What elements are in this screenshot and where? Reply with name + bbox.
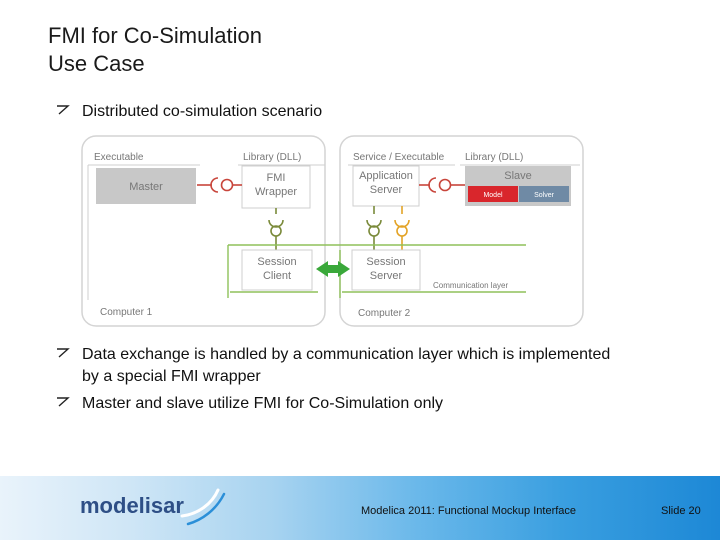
slide-title: FMI for Co-Simulation Use Case [48, 22, 262, 78]
computer-2-label: Computer 2 [358, 308, 411, 319]
service-executable-label: Service / Executable [353, 152, 445, 163]
appserver-session-connector [366, 206, 382, 250]
slave-label: Slave [504, 170, 532, 182]
session-server-block [351, 249, 421, 291]
app-server-label-2: Server [370, 184, 403, 196]
fmi-wrapper-label-1: FMI [267, 172, 286, 184]
communication-layer-label: Communication layer [433, 281, 508, 290]
bullet-text: Master and slave utilize FMI for Co-Simu… [82, 395, 444, 412]
fmi-wrapper-block [241, 165, 311, 209]
model-label: Model [483, 192, 503, 199]
session-server-label-1: Session [366, 256, 405, 268]
slave-session-connector [394, 206, 410, 250]
footer-center-text: Modelica 2011: Functional Mockup Interfa… [361, 505, 577, 517]
arrow-bullet-icon [56, 344, 72, 366]
executable-label: Executable [94, 152, 144, 163]
footer-bar: modelisar Modelica 2011: Functional Mock… [0, 476, 720, 540]
appserver-slave-connector [419, 177, 465, 193]
session-server-label-2: Server [370, 270, 403, 282]
bullet-text: Data exchange is handled by a communicat… [82, 346, 611, 363]
title-line-1: FMI for Co-Simulation [48, 23, 262, 48]
library-dll-left-label: Library (DLL) [243, 152, 301, 163]
left-dividers [87, 164, 325, 300]
bullet-text-continued: by a special FMI wrapper [82, 368, 261, 385]
bullet-text: Distributed co-simulation scenario [82, 103, 323, 120]
application-server-block [352, 165, 420, 207]
wrapper-session-connector [268, 208, 284, 250]
arrow-bullet-icon [56, 393, 72, 415]
computer-1-label: Computer 1 [100, 307, 153, 318]
master-label: Master [129, 181, 163, 193]
footer-slide-number: Slide 20 [661, 505, 701, 517]
title-line-2: Use Case [48, 51, 145, 76]
bidirectional-arrow [316, 261, 350, 277]
modelisar-logo: modelisar [80, 488, 226, 526]
logo-wordmark: modelisar [80, 493, 184, 518]
library-dll-right-label: Library (DLL) [465, 152, 523, 163]
arrow-bullet-icon [56, 101, 72, 123]
app-server-label-1: Application [359, 170, 413, 182]
solver-block [519, 186, 569, 202]
master-block [96, 168, 196, 204]
fmi-wrapper-label-2: Wrapper [255, 186, 297, 198]
master-wrapper-connector [197, 177, 242, 193]
session-client-block [241, 249, 313, 291]
model-block [468, 186, 518, 202]
solver-label: Solver [534, 192, 555, 199]
session-client-label-1: Session [257, 256, 296, 268]
session-client-label-2: Client [263, 270, 291, 282]
cosimulation-diagram: Executable Library (DLL) Service / Execu… [81, 135, 584, 327]
